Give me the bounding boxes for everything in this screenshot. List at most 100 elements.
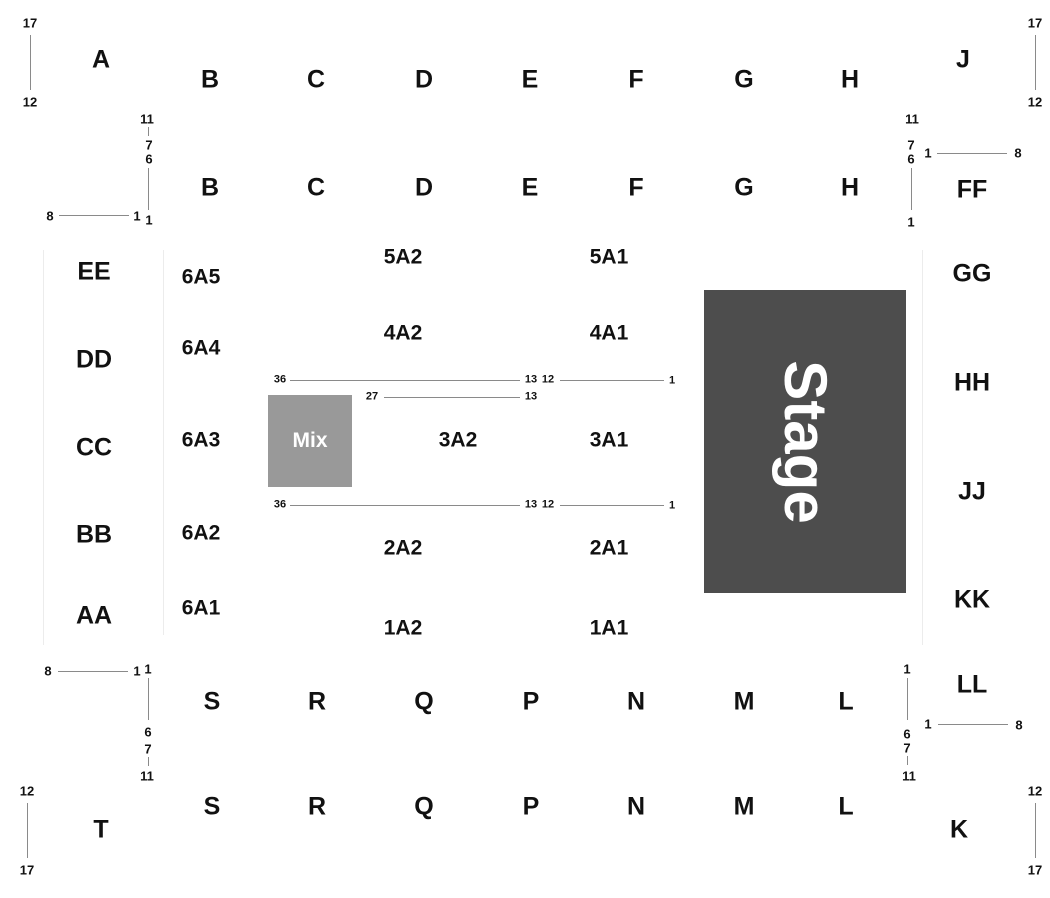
section-gg[interactable]: GG xyxy=(952,259,992,288)
seat-range-line xyxy=(907,678,908,720)
mix-position[interactable]: Mix xyxy=(268,395,352,487)
section-b-upper[interactable]: B xyxy=(200,65,220,94)
seat-number: 1 xyxy=(668,499,676,512)
section-f-lower[interactable]: F xyxy=(628,173,644,202)
seat-row-line xyxy=(560,505,664,506)
seat-number: 7 xyxy=(144,741,152,757)
section-q-lower[interactable]: Q xyxy=(414,792,434,821)
section-g-upper[interactable]: G xyxy=(734,65,754,94)
section-r-lower[interactable]: R xyxy=(307,792,327,821)
section-c-lower[interactable]: C xyxy=(306,173,326,202)
seat-number: 8 xyxy=(46,208,54,224)
section-divider xyxy=(43,250,44,645)
floor-section-6a3[interactable]: 6A3 xyxy=(181,428,221,452)
seat-row-line xyxy=(384,397,520,398)
section-ee[interactable]: EE xyxy=(77,257,111,286)
section-ll[interactable]: LL xyxy=(956,670,988,699)
seat-number: 7 xyxy=(145,137,153,153)
section-c-upper[interactable]: C xyxy=(306,65,326,94)
seat-number: 6 xyxy=(145,151,153,167)
section-p-lower[interactable]: P xyxy=(522,792,540,821)
section-ff[interactable]: FF xyxy=(956,175,988,204)
section-jj[interactable]: JJ xyxy=(958,477,986,506)
floor-section-2a2[interactable]: 2A2 xyxy=(383,536,423,560)
floor-section-1a2[interactable]: 1A2 xyxy=(383,616,423,640)
floor-section-6a1[interactable]: 6A1 xyxy=(181,596,221,620)
seat-row-line xyxy=(290,505,520,506)
section-aa[interactable]: AA xyxy=(75,601,113,630)
floor-section-6a4[interactable]: 6A4 xyxy=(181,336,221,360)
seat-number: 12 xyxy=(1027,783,1043,799)
seat-number: 11 xyxy=(140,111,154,127)
floor-section-5a1[interactable]: 5A1 xyxy=(589,245,629,269)
seat-range-line xyxy=(148,127,149,136)
seat-number: 11 xyxy=(140,768,154,784)
stage-label: Stage xyxy=(772,359,839,524)
seat-row-line xyxy=(938,724,1008,725)
floor-section-2a1[interactable]: 2A1 xyxy=(589,536,629,560)
floor-section-3a1[interactable]: 3A1 xyxy=(589,428,629,452)
seat-number: 27 xyxy=(365,390,379,403)
seat-number: 36 xyxy=(273,373,287,386)
section-hh[interactable]: HH xyxy=(953,368,991,397)
seat-number: 17 xyxy=(1027,15,1043,31)
section-e-lower[interactable]: E xyxy=(521,173,539,202)
section-bb[interactable]: BB xyxy=(75,520,113,549)
section-l-lower[interactable]: L xyxy=(838,792,854,821)
seat-number: 11 xyxy=(905,111,919,127)
section-j[interactable]: J xyxy=(956,45,970,74)
section-n-lower[interactable]: N xyxy=(626,792,646,821)
section-s-upper[interactable]: S xyxy=(203,687,221,716)
section-m-lower[interactable]: M xyxy=(733,792,755,821)
section-d-lower[interactable]: D xyxy=(414,173,434,202)
floor-section-6a2[interactable]: 6A2 xyxy=(181,521,221,545)
floor-section-4a2[interactable]: 4A2 xyxy=(383,321,423,345)
section-l-upper[interactable]: L xyxy=(838,687,854,716)
seat-number: 1 xyxy=(668,374,676,387)
section-e-upper[interactable]: E xyxy=(521,65,539,94)
section-cc[interactable]: CC xyxy=(75,433,113,462)
floor-section-4a1[interactable]: 4A1 xyxy=(589,321,629,345)
section-divider xyxy=(163,250,164,635)
seat-range-line xyxy=(148,168,149,210)
seat-number: 8 xyxy=(1014,145,1022,161)
section-q-upper[interactable]: Q xyxy=(414,687,434,716)
floor-section-3a2[interactable]: 3A2 xyxy=(438,428,478,452)
section-h-lower[interactable]: H xyxy=(840,173,860,202)
section-r-upper[interactable]: R xyxy=(307,687,327,716)
seat-range-line xyxy=(907,756,908,765)
seat-range-line xyxy=(30,35,31,90)
section-t[interactable]: T xyxy=(93,815,109,844)
seat-row-line xyxy=(59,215,129,216)
seat-number: 17 xyxy=(22,15,38,31)
seat-number: 1 xyxy=(924,145,932,161)
floor-section-5a2[interactable]: 5A2 xyxy=(383,245,423,269)
seat-row-line xyxy=(560,380,664,381)
seat-number: 8 xyxy=(1015,717,1023,733)
seat-number: 12 xyxy=(541,498,555,511)
seat-row-line xyxy=(290,380,520,381)
seat-row-line xyxy=(58,671,128,672)
seat-number: 12 xyxy=(22,94,38,110)
seat-number: 7 xyxy=(903,740,911,756)
section-h-upper[interactable]: H xyxy=(840,65,860,94)
floor-section-6a5[interactable]: 6A5 xyxy=(181,265,221,289)
seat-number: 12 xyxy=(541,373,555,386)
section-d-upper[interactable]: D xyxy=(414,65,434,94)
section-dd[interactable]: DD xyxy=(75,345,113,374)
seat-number: 6 xyxy=(907,151,915,167)
floor-section-1a1[interactable]: 1A1 xyxy=(589,616,629,640)
seat-number: 36 xyxy=(273,498,287,511)
section-f-upper[interactable]: F xyxy=(628,65,644,94)
section-a[interactable]: A xyxy=(91,45,111,74)
section-m-upper[interactable]: M xyxy=(733,687,755,716)
seat-number: 6 xyxy=(903,726,911,742)
section-p-upper[interactable]: P xyxy=(522,687,540,716)
section-kk[interactable]: KK xyxy=(953,585,991,614)
section-s-lower[interactable]: S xyxy=(203,792,221,821)
section-n-upper[interactable]: N xyxy=(626,687,646,716)
section-k[interactable]: K xyxy=(949,815,969,844)
section-g-lower[interactable]: G xyxy=(734,173,754,202)
stage[interactable]: Stage xyxy=(704,290,906,593)
section-b-lower[interactable]: B xyxy=(200,173,220,202)
